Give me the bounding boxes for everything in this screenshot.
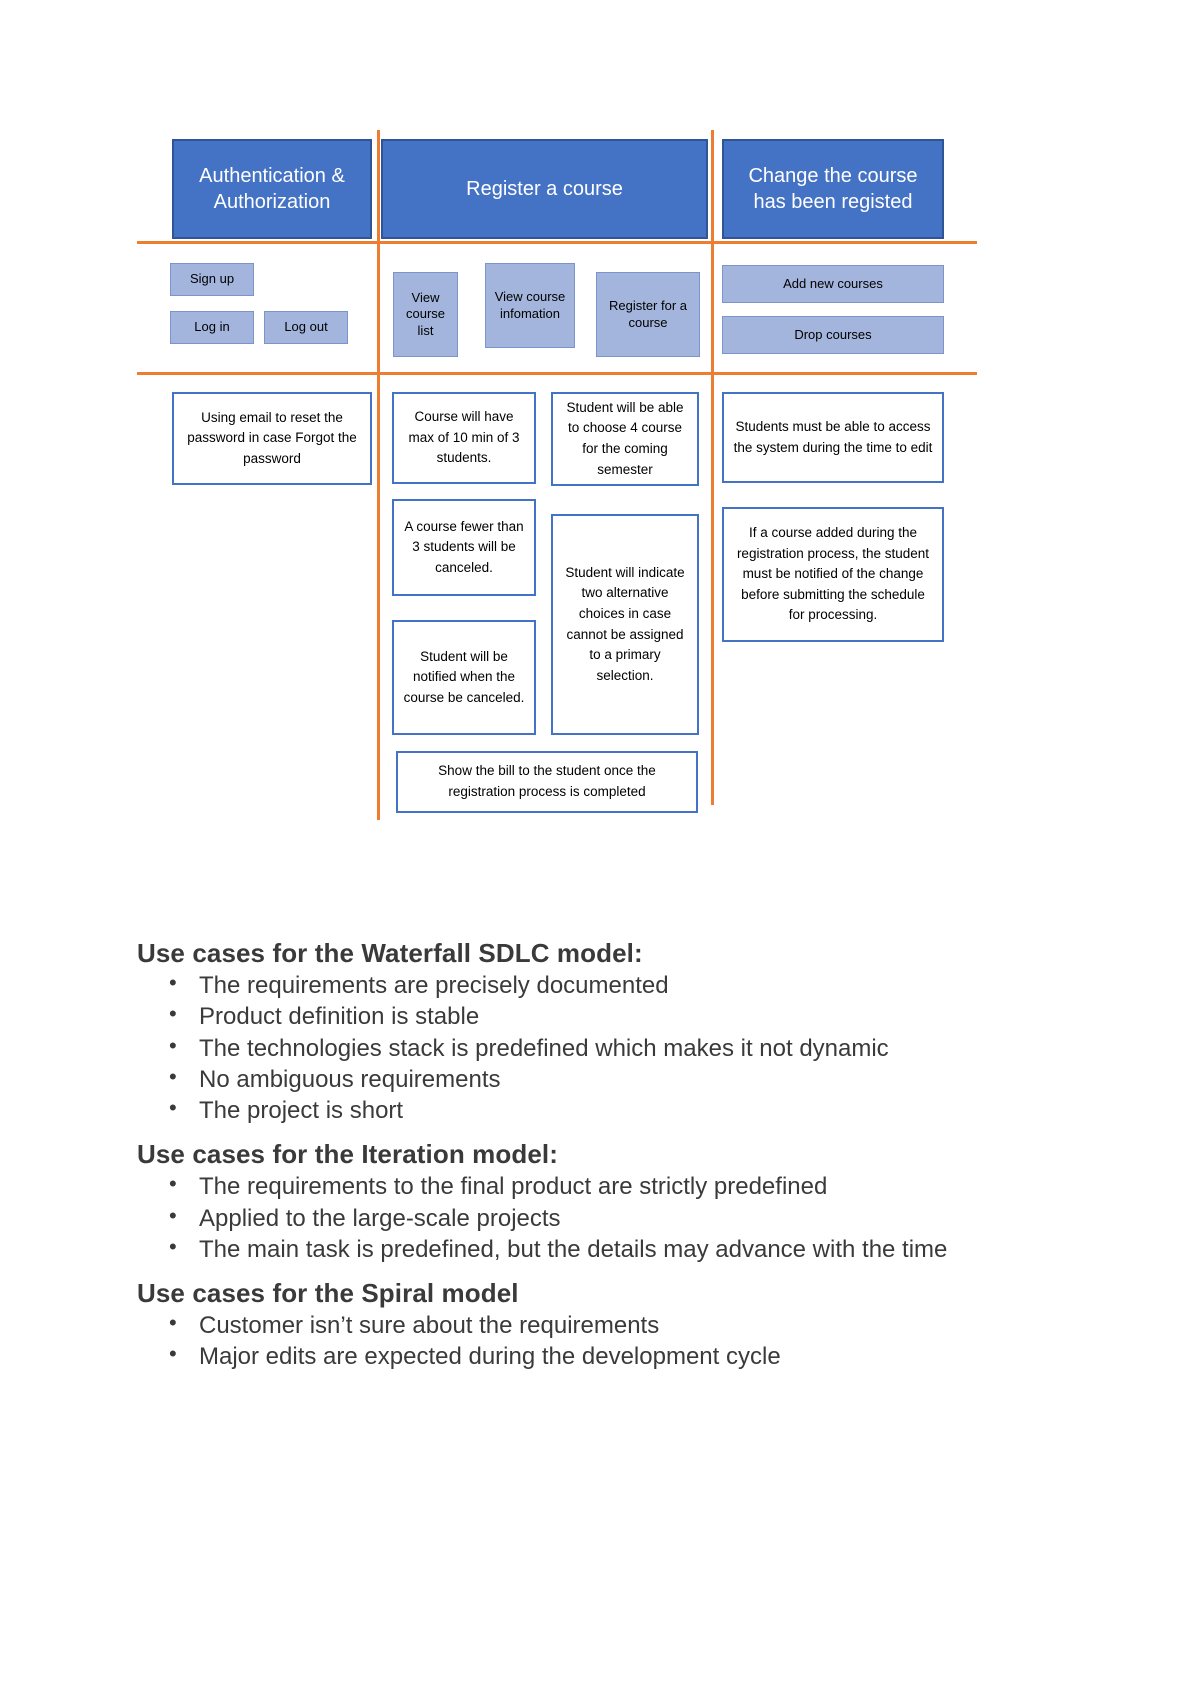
requirement-box: Course will have max of 10 min of 3 stud… <box>392 392 536 484</box>
requirement-box: Students must be able to access the syst… <box>722 392 944 483</box>
list-item: The requirements to the final product ar… <box>137 1171 1067 1201</box>
bullet-list-waterfall: The requirements are precisely documente… <box>137 970 1067 1125</box>
section-title-iteration: Use cases for the Iteration model: <box>137 1139 558 1170</box>
requirement-box: Student will indicate two alternative ch… <box>551 514 699 735</box>
action-log-in[interactable]: Log in <box>170 311 254 344</box>
requirement-box: Student will be notified when the course… <box>392 620 536 735</box>
column-header-register-course: Register a course <box>381 139 708 239</box>
list-item: Major edits are expected during the deve… <box>137 1341 1067 1371</box>
use-cases-prose: Use cases for the Waterfall SDLC model: … <box>137 938 1067 1374</box>
requirement-box: Show the bill to the student once the re… <box>396 751 698 813</box>
action-log-out[interactable]: Log out <box>264 311 348 344</box>
action-view-course-list[interactable]: View course list <box>393 272 458 357</box>
bullet-list-spiral: Customer isn’t sure about the requiremen… <box>137 1310 1067 1372</box>
list-item: The main task is predefined, but the det… <box>137 1234 1067 1264</box>
list-item: Product definition is stable <box>137 1001 1067 1031</box>
section-title-waterfall: Use cases for the Waterfall SDLC model: <box>137 938 643 968</box>
separator-rule-column-1-2 <box>377 130 380 820</box>
section-title-spiral: Use cases for the Spiral model <box>137 1278 519 1309</box>
use-case-diagram: Authentication & Authorization Sign up L… <box>137 130 977 820</box>
list-item: The requirements are precisely documente… <box>137 970 1067 1000</box>
list-item: No ambiguous requirements <box>137 1064 1067 1094</box>
separator-rule-top <box>137 241 977 244</box>
requirement-box: Student will be able to choose 4 course … <box>551 392 699 486</box>
action-drop-courses[interactable]: Drop courses <box>722 316 944 354</box>
separator-rule-column-2-3 <box>711 130 714 805</box>
separator-rule-bottom <box>137 372 977 375</box>
action-sign-up[interactable]: Sign up <box>170 263 254 296</box>
requirement-box: A course fewer than 3 students will be c… <box>392 499 536 596</box>
bullet-list-iteration: The requirements to the final product ar… <box>137 1171 1067 1264</box>
requirement-box: Using email to reset the password in cas… <box>172 392 372 485</box>
action-register-for-course[interactable]: Register for a course <box>596 272 700 357</box>
action-view-course-information[interactable]: View course infomation <box>485 263 575 348</box>
list-item: The technologies stack is predefined whi… <box>137 1033 1067 1063</box>
column-header-authentication: Authentication & Authorization <box>172 139 372 239</box>
list-item: Customer isn’t sure about the requiremen… <box>137 1310 1067 1340</box>
column-header-change-course: Change the course has been registed <box>722 139 944 239</box>
list-item: Applied to the large-scale projects <box>137 1203 1067 1233</box>
action-add-new-courses[interactable]: Add new courses <box>722 265 944 303</box>
list-item: The project is short <box>137 1095 1067 1125</box>
requirement-box: If a course added during the registratio… <box>722 507 944 642</box>
